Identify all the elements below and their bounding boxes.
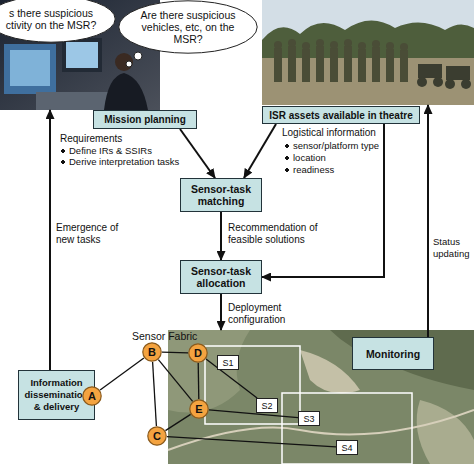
circle-shape: [189, 344, 207, 362]
node-text: S3: [303, 414, 314, 424]
sensor-label: S2: [256, 398, 278, 413]
aerial-map: [168, 330, 474, 464]
node-text: C: [153, 430, 161, 442]
arrow-connector: [49, 110, 51, 370]
edge-label: Status updating: [433, 236, 474, 260]
edge-label: Requirements: [60, 133, 180, 145]
arrow-connector: [427, 105, 429, 337]
photo-panel: ISR assets available in theatre: [262, 0, 474, 105]
vehicle-group: [417, 64, 471, 89]
link-line: [165, 414, 190, 430]
process-box: Sensor-task allocation: [180, 260, 262, 294]
sensor-label: S4: [336, 440, 358, 455]
node-text: A: [88, 390, 96, 402]
bullet-item: sensor/platform type: [284, 140, 379, 152]
operator-body: [104, 73, 148, 110]
sensor-node: B: [142, 342, 162, 362]
road: [168, 410, 474, 450]
bubble-tail: [134, 52, 142, 60]
monitor: [62, 38, 102, 72]
soldier-group: [274, 39, 408, 82]
node-text: Are there suspicious vehicles, etc, on t…: [131, 9, 245, 45]
link-line: [162, 352, 188, 354]
circle-shape: [83, 387, 101, 405]
sensor-node: C: [147, 426, 167, 446]
node-text: S4: [341, 443, 352, 453]
wall-screen-display: [10, 50, 50, 86]
arrow-connector: [262, 124, 384, 277]
coverage-area: [282, 393, 412, 464]
sensor-node: D: [188, 343, 208, 363]
node-text: Information dissemination & delivery: [21, 377, 92, 413]
link-line: [209, 410, 298, 418]
thought-bubble: Are there suspicious vehicles, etc, on t…: [118, 0, 258, 54]
link-line: [100, 358, 144, 390]
node-text: S2: [261, 401, 272, 411]
process-box: Monitoring: [352, 337, 434, 370]
coverage-area: [205, 346, 300, 424]
link-line: [158, 360, 192, 402]
link-line: [167, 437, 336, 447]
sensor-label: S1: [217, 355, 239, 370]
bubble-tail: [126, 61, 132, 67]
clearing: [300, 350, 360, 393]
node-text: E: [195, 403, 202, 415]
terrain-patch: [168, 330, 250, 413]
node-tag: ISR assets available in theatre: [262, 106, 420, 124]
node-text: S1: [222, 358, 233, 368]
edge-label: Logistical information: [282, 127, 382, 139]
sensor-node: E: [189, 399, 209, 419]
deployment-arrow: [220, 294, 222, 330]
arrow-connector: [244, 124, 276, 178]
circle-shape: [143, 343, 161, 361]
bubble-shape: [119, 1, 257, 53]
node-text: D: [194, 347, 202, 359]
bullet-item: Derive interpretation tasks: [60, 156, 179, 168]
node-text: Sensor-task allocation: [183, 265, 259, 289]
clearing: [417, 400, 474, 464]
isr-photo: [262, 0, 474, 105]
link-line: [153, 362, 157, 426]
bullet-item: readiness: [284, 164, 334, 176]
node-text: s there suspicious ctivity on the MSR?: [0, 7, 103, 31]
monitor-display: [66, 42, 98, 68]
node-text: B: [148, 346, 156, 358]
node-tag: Mission planning: [93, 110, 197, 129]
sky: [262, 0, 474, 105]
thought-bubble: s there suspicious ctivity on the MSR?: [0, 0, 116, 43]
process-box: Sensor-task matching: [180, 178, 262, 212]
sensor-node: A: [82, 386, 102, 406]
edge-label: Recommendation of feasible solutions: [228, 222, 328, 246]
wall-screen: [4, 44, 56, 94]
node-text: Sensor-task matching: [183, 183, 259, 207]
circle-shape: [190, 400, 208, 418]
bubble-shape: [0, 0, 115, 42]
sensor-label: S3: [298, 411, 320, 426]
bullet-item: location: [284, 152, 326, 164]
annotation: Deployment configuration: [228, 302, 308, 326]
link-line: [198, 363, 200, 399]
operator-head: [115, 53, 133, 71]
circle-shape: [148, 427, 166, 445]
arrow-connector: [220, 212, 222, 260]
edge-label: Emergence of new tasks: [56, 222, 128, 246]
node-text: Monitoring: [366, 348, 420, 360]
arrow-connector: [180, 129, 215, 178]
annotation: Sensor Fabric: [132, 330, 197, 342]
map-background: [168, 330, 474, 464]
